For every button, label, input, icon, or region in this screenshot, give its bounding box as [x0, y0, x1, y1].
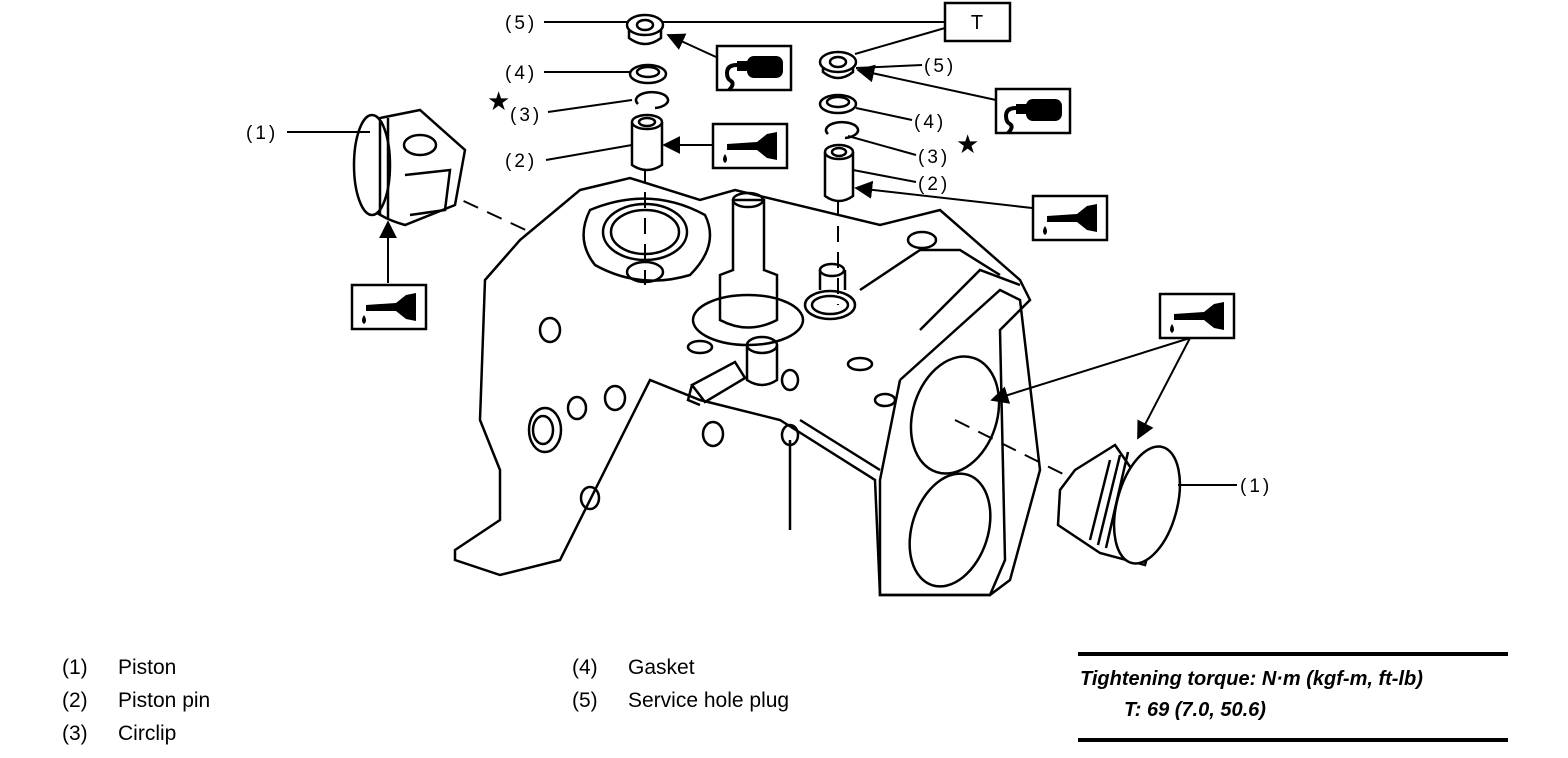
callout-piston-left: (1) — [246, 123, 278, 144]
arrows — [379, 33, 1191, 440]
parts-legend-right: (4) Gasket (5) Service hole plug — [572, 651, 789, 717]
alignment-lines — [439, 140, 1076, 481]
engine-block — [453, 176, 1042, 597]
sealant-icon — [994, 87, 1072, 135]
engine-oil-icon — [711, 122, 789, 170]
legend-label: Piston pin — [118, 689, 211, 712]
legend-number: (1) — [62, 656, 88, 679]
callout-plug-right: (5) — [924, 56, 956, 77]
callout-pin-left: (2) — [505, 151, 537, 172]
left-circlip — [634, 90, 670, 110]
engine-oil-icon — [1031, 194, 1109, 242]
legend-item: (5) Service hole plug — [572, 684, 789, 717]
left-gasket — [628, 63, 668, 85]
left-service-hole-plug — [625, 13, 665, 46]
legend-item: (2) Piston pin — [62, 684, 210, 717]
legend-label: Circlip — [118, 722, 177, 745]
parts-legend-left: (1) Piston (2) Piston pin (3) Circlip — [62, 651, 210, 750]
callout-gasket-left: (4) — [505, 63, 537, 84]
left-piston-pin — [630, 113, 664, 172]
callout-piston-right: (1) — [1240, 476, 1272, 497]
divider — [1078, 738, 1508, 742]
callout-pin-right: (2) — [918, 174, 950, 195]
divider — [1078, 652, 1508, 656]
sealant-icon — [715, 44, 793, 92]
legend-label: Piston — [118, 656, 177, 679]
callout-gasket-right: (4) — [914, 112, 946, 133]
legend-number: (5) — [572, 689, 598, 712]
engine-oil-icon — [350, 283, 428, 331]
left-piston — [352, 108, 467, 227]
legend-item: (1) Piston — [62, 651, 210, 684]
engine-oil-icon — [1158, 292, 1236, 340]
callout-plug-left: (5) — [505, 13, 537, 34]
legend-number: (4) — [572, 656, 598, 679]
torque-value: T: 69 (7.0, 50.6) — [1124, 699, 1266, 721]
legend-label: Gasket — [628, 656, 695, 679]
legend-label: Service hole plug — [628, 689, 790, 712]
right-piston — [1056, 443, 1182, 567]
right-gasket — [818, 93, 858, 115]
right-service-hole-plug — [818, 50, 858, 80]
torque-box-label: T — [971, 12, 983, 34]
leader-lines — [287, 21, 1237, 486]
right-circlip — [824, 120, 860, 140]
callout-circlip-left: (3) — [510, 105, 542, 126]
engine-block-diagram: T ★ ★ (1) (5) (4) (3) (2) (5) (4) (3) (2… — [246, 1, 1272, 597]
torque-heading: Tightening torque: N·m (kgf-m, ft-lb) — [1080, 668, 1423, 690]
torque-spec: Tightening torque: N·m (kgf-m, ft-lb) T:… — [1078, 652, 1508, 742]
right-piston-pin — [823, 143, 855, 203]
torque-box: T — [943, 1, 1012, 43]
replace-star-icon: ★ — [956, 129, 979, 159]
legend-number: (3) — [62, 722, 88, 745]
legend-item: (3) Circlip — [62, 717, 210, 750]
legend-item: (4) Gasket — [572, 651, 789, 684]
callout-circlip-right: (3) — [918, 147, 950, 168]
replace-star-icon: ★ — [487, 86, 510, 116]
legend-number: (2) — [62, 689, 88, 712]
